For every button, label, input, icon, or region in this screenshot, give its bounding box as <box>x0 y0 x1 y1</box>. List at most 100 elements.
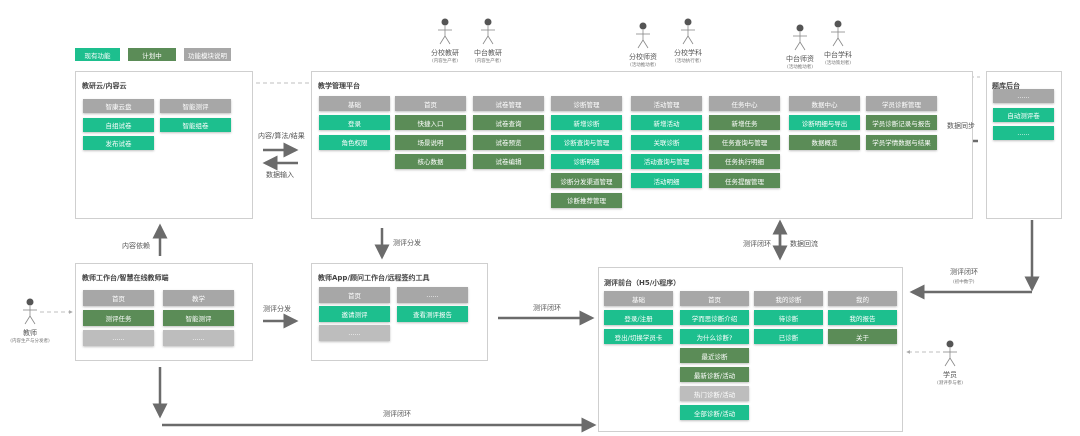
person-icon <box>636 22 650 49</box>
person-icon <box>438 18 452 45</box>
feature-cell-placeholder: ...... <box>319 325 390 341</box>
feature-cell-existing: 角色权限 <box>319 134 390 150</box>
actor-teacher: 教师 (内容生产与分发者) <box>0 298 60 344</box>
module-header: 诊断管理 <box>551 96 622 111</box>
module-header: 智康云盘 <box>83 99 154 113</box>
actor-fenxiao-jiaoyan: 分校教研 (内容生产者) <box>415 18 475 64</box>
feature-cell-planned: 数据概览 <box>789 134 860 150</box>
actor-name: 教师 <box>23 329 37 337</box>
feature-cell-planned: 任务执行明细 <box>709 153 780 169</box>
flow-label-dispatch-down: 测评分发 <box>393 239 421 247</box>
feature-cell-existing: 为什么诊断? <box>680 329 749 344</box>
module-header: 智能测评 <box>160 99 231 113</box>
feature-cell-existing: 登录 <box>319 115 390 131</box>
feature-cell-planned: 测评任务 <box>83 310 154 326</box>
flow-label-loop-bottom: 测评闭环 <box>383 410 411 418</box>
feature-cell-existing: 发布试卷 <box>83 136 154 150</box>
actor-fenxiao-xueke: 分校学科(活动执行者) <box>658 18 718 64</box>
module-header: 活动管理 <box>631 96 702 111</box>
feature-cell-existing: 学而思诊断介绍 <box>680 310 749 325</box>
person-icon <box>943 340 957 367</box>
actor-name: 中台师资 <box>786 55 814 63</box>
feature-cell-planned: 试卷编辑 <box>473 153 544 169</box>
person-icon <box>481 18 495 45</box>
feature-cell-existing: 智能组卷 <box>160 117 231 132</box>
flow-label-dispatch-right: 测评分发 <box>263 305 291 313</box>
module-header: ...... <box>397 287 468 303</box>
actor-name: 分校教研 <box>431 49 459 57</box>
person-icon <box>681 18 695 45</box>
actor-name: 中台教研 <box>474 49 502 57</box>
feature-cell-existing: 新增诊断 <box>551 115 622 131</box>
actor-zhongtai-xueke: 中台学科 (活动策划者) <box>808 20 868 66</box>
actor-role: (内容生产与分发者) <box>10 339 50 344</box>
module-header: 首页 <box>395 96 466 111</box>
legend-item-existing: 现有功能 <box>75 48 120 61</box>
feature-cell-existing: 新增活动 <box>631 115 702 131</box>
feature-cell-existing: 我的报告 <box>828 310 897 325</box>
feature-cell-planned: 最新诊断/活动 <box>680 367 749 382</box>
flow-label-data-input: 数据输入 <box>266 171 294 179</box>
box-jiaoyan <box>75 71 253 219</box>
actor-zhongtai-jiaoyan: 中台教研 (内容生产者) <box>458 18 518 64</box>
feature-cell-existing: 活动查询与管理 <box>631 153 702 169</box>
feature-cell-planned: 学员诊断记录与报告 <box>866 115 937 131</box>
feature-cell-planned: 学员学情数据与结果 <box>866 134 937 150</box>
actor-role: (内容生产者) <box>474 59 501 64</box>
feature-cell-planned: 核心数据 <box>395 153 466 169</box>
module-header: 基础 <box>319 96 390 111</box>
feature-cell-planned: 关于 <box>828 329 897 344</box>
actor-name: 中台学科 <box>824 51 852 59</box>
box-title-platform: 教学管理平台 <box>318 82 360 90</box>
feature-cell-existing: 活动明细 <box>631 173 702 189</box>
feature-cell-existing: 邀请测评 <box>319 306 390 322</box>
feature-cell-planned: 场景说明 <box>395 134 466 150</box>
module-header: 数据中心 <box>789 96 860 111</box>
legend-item-module: 功能模块说明 <box>184 48 231 61</box>
actor-role: (测评参与者) <box>936 381 963 386</box>
feature-cell-existing: 查看测评报告 <box>397 306 468 322</box>
feature-cell-planned: 试卷预览 <box>473 134 544 150</box>
module-header: 首页 <box>319 287 390 303</box>
feature-cell-planned: 诊断推荐管理 <box>551 192 622 208</box>
flow-label-content-dependency: 内容依赖 <box>122 242 150 250</box>
feature-cell-existing: 已诊断 <box>754 329 823 344</box>
module-header: 基础 <box>604 291 673 306</box>
box-title-app: 教师App/顾问工作台/远程签约工具 <box>318 274 430 282</box>
legend-item-planned: 计划中 <box>128 48 176 61</box>
feature-cell-placeholder: ...... <box>163 330 234 346</box>
module-header: 首页 <box>680 291 749 306</box>
feature-cell-existing: 自动测评卷 <box>993 107 1054 122</box>
module-header: 任务中心 <box>709 96 780 111</box>
feature-cell-existing: 自组试卷 <box>83 117 154 132</box>
module-header: 教学 <box>163 290 234 306</box>
actor-fenxiao-shizi: 分校师资(活动推动者) <box>613 22 673 68</box>
feature-cell-planned: 任务提醒管理 <box>709 173 780 189</box>
box-title-teacher: 教师工作台/智慧在线教师端 <box>82 274 169 282</box>
actor-name: 学员 <box>943 371 957 379</box>
box-title-tiku: 题库后台 <box>992 82 1020 90</box>
box-title-jiaoyan: 教研云/内容云 <box>82 82 127 90</box>
module-header: 试卷管理 <box>473 96 544 111</box>
module-header: 学员诊断管理 <box>866 96 937 111</box>
feature-cell-existing: 诊断明细与导出 <box>789 115 860 131</box>
flow-label-data-backflow: 数据回流 <box>790 240 818 248</box>
module-header: 我的 <box>828 291 897 306</box>
actor-role: (内容生产者) <box>431 59 458 64</box>
feature-cell-planned: 智能测评 <box>163 310 234 326</box>
person-icon <box>831 20 845 47</box>
actor-role: (活动推动者) <box>786 65 813 70</box>
feature-cell-existing: ...... <box>993 126 1054 140</box>
feature-cell-existing: 诊断查询与管理 <box>551 134 622 150</box>
feature-cell-planned: 诊断分发渠道管理 <box>551 173 622 189</box>
feature-cell-planned: 新增任务 <box>709 115 780 131</box>
feature-cell-planned: 快捷入口 <box>395 115 466 131</box>
actor-zhongtai-shizi: 中台师资 (活动推动者) <box>770 24 830 70</box>
person-icon <box>23 298 37 325</box>
flow-label-loop-tiku: 测评闭环 <box>950 268 978 276</box>
feature-cell-existing: 登录/注册 <box>604 310 673 325</box>
feature-cell-planned: 任务查询与管理 <box>709 134 780 150</box>
flow-note-loop-tiku: (初中数学) <box>953 280 975 285</box>
flow-label-loop-app: 测评闭环 <box>533 304 561 312</box>
actor-role: (活动策划者) <box>824 61 851 66</box>
